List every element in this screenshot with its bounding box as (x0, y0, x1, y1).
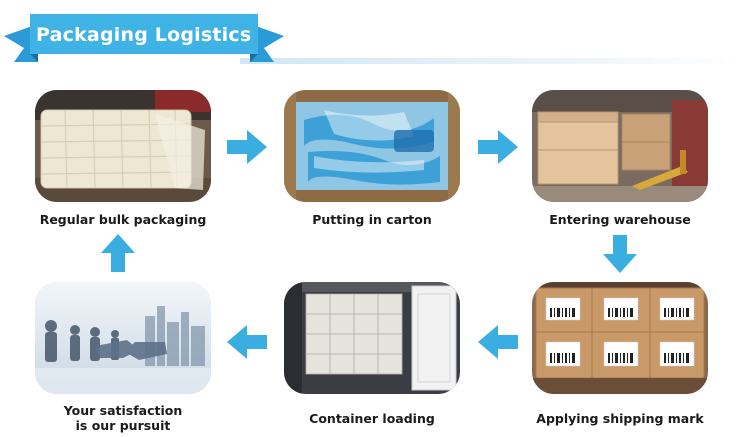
step-label: Container loading (309, 411, 435, 426)
banner-ribbon (4, 14, 284, 62)
arrow-right-icon (227, 130, 267, 164)
banner-underline (240, 58, 745, 64)
step-label-line1: Your satisfaction (63, 403, 183, 418)
step-label: Regular bulk packaging (39, 212, 207, 227)
step-label: Applying shipping mark (536, 411, 704, 426)
arrow-left-icon (478, 325, 518, 359)
arrow-down-icon (603, 235, 637, 273)
step-label: Entering warehouse (549, 212, 691, 227)
arrow-right-icon (478, 130, 518, 164)
warehouse-photo (532, 90, 708, 202)
step-label: Putting in carton (312, 212, 432, 227)
step-label-line2: is our pursuit (75, 418, 171, 433)
page-title: Packaging Logistics (36, 24, 252, 46)
arrow-left-icon (227, 325, 267, 359)
handshake-photo (35, 282, 211, 394)
shipping-mark-photo (532, 282, 708, 394)
arrow-up-icon (101, 234, 135, 272)
bulk-packaging-photo (35, 90, 211, 202)
container-loading-photo (284, 282, 460, 394)
title-banner: Packaging Logistics (0, 0, 750, 70)
carton-photo (284, 90, 460, 202)
